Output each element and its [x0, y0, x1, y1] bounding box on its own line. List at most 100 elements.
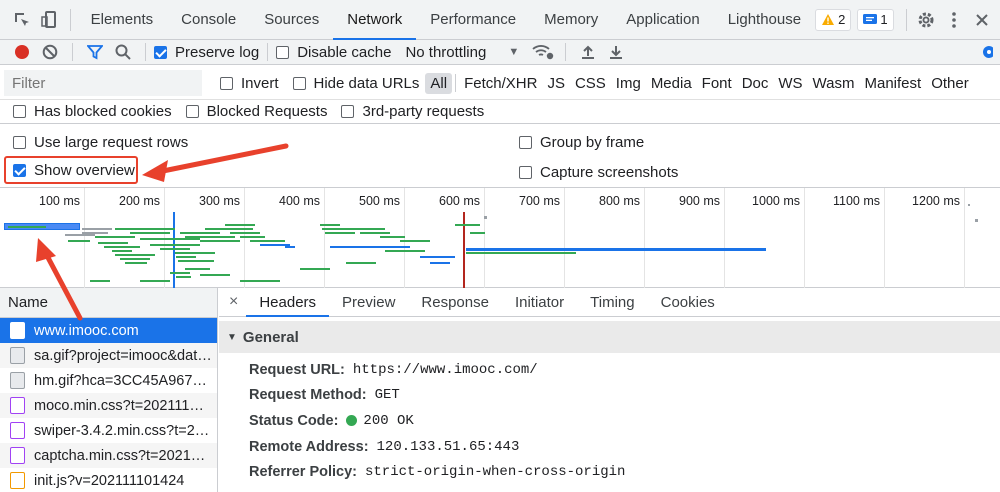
filter-type-manifest[interactable]: Manifest [864, 74, 922, 92]
network-settings-gear-icon[interactable] [972, 38, 1000, 66]
blocked-requests-checkbox[interactable] [185, 105, 199, 118]
inspect-element-icon[interactable] [8, 6, 36, 34]
tab-cookies[interactable]: Cookies [660, 293, 715, 311]
import-har-icon[interactable] [574, 38, 602, 66]
waterfall-bar [330, 246, 410, 248]
gear-icon[interactable] [913, 6, 941, 34]
waterfall-bar [68, 240, 90, 242]
filter-type-media[interactable]: Media [650, 74, 692, 92]
tab-elements[interactable]: Elements [90, 10, 154, 28]
request-row[interactable]: moco.min.css?t=202111… [0, 393, 217, 418]
capture-screenshots-checkbox[interactable] [519, 166, 532, 179]
waterfall-bar [240, 236, 265, 238]
show-overview-checkbox[interactable] [13, 163, 26, 177]
waterfall-bar [230, 232, 260, 234]
filter-type-font[interactable]: Font [701, 74, 732, 92]
filter-type-img[interactable]: Img [615, 74, 641, 92]
show-overview-highlight: Show overview [4, 156, 138, 184]
filter-type-ws[interactable]: WS [778, 74, 803, 92]
tab-network[interactable]: Network [333, 0, 417, 40]
has-blocked-cookies-checkbox[interactable] [13, 105, 26, 118]
disable-cache-checkbox[interactable] [276, 45, 290, 59]
request-row[interactable]: hm.gif?hca=3CC45A967… [0, 368, 217, 393]
tab-lighthouse[interactable]: Lighthouse [727, 10, 802, 28]
stylesheet-file-icon [10, 447, 25, 464]
tab-memory[interactable]: Memory [544, 10, 599, 28]
general-section-header[interactable]: ▼ General [219, 321, 1000, 353]
preserve-log-label: Preserve log [175, 43, 260, 61]
request-row[interactable]: www.imooc.com [0, 318, 217, 343]
third-party-checkbox[interactable] [341, 105, 355, 118]
waterfall-bar [125, 262, 147, 264]
field-key: Request Method: [249, 387, 367, 404]
filter-type-fetch-xhr[interactable]: Fetch/XHR [464, 74, 538, 92]
blocked-requests-label: Blocked Requests [206, 103, 328, 120]
field-value: https://www.imooc.com/ [352, 361, 538, 378]
request-row[interactable]: init.js?v=202111101424 [0, 468, 217, 492]
network-conditions-icon[interactable] [529, 38, 557, 66]
capture-screenshots-label: Capture screenshots [540, 164, 679, 181]
waterfall-bar [260, 244, 290, 246]
tab-headers[interactable]: Headers [246, 288, 329, 317]
issues-badge[interactable]: 1 [857, 8, 894, 31]
waterfall-bar [90, 280, 110, 282]
close-devtools-icon[interactable] [968, 6, 996, 34]
large-rows-checkbox[interactable] [13, 136, 26, 149]
network-settings-pane: Use large request rows Group by frame Sh… [0, 126, 1000, 188]
filter-type-other[interactable]: Other [931, 74, 969, 92]
request-row[interactable]: sa.gif?project=imooc&dat… [0, 343, 217, 368]
preserve-log-checkbox[interactable] [154, 45, 167, 59]
tab-application[interactable]: Application [626, 10, 700, 28]
field-key: Status Code: [249, 412, 339, 429]
network-overview[interactable]: 100 ms 200 ms 300 ms 400 ms 500 ms 600 m… [0, 188, 1000, 288]
filter-type-js[interactable]: JS [547, 74, 565, 92]
filter-type-wasm[interactable]: Wasm [812, 74, 855, 92]
devtools-tabbar: Elements Console Sources Network Perform… [0, 0, 1000, 40]
filter-type-all[interactable]: All [425, 72, 453, 94]
invert-checkbox[interactable] [220, 76, 233, 90]
filter-icon[interactable] [81, 38, 109, 66]
tab-preview[interactable]: Preview [342, 293, 396, 311]
remote-address-row: Remote Address:120.133.51.65:443 [219, 434, 1000, 460]
large-rows-label: Use large request rows [34, 134, 189, 151]
tab-response[interactable]: Response [421, 293, 489, 311]
throttling-select[interactable]: No throttling [405, 43, 487, 61]
hide-data-urls-checkbox[interactable] [292, 76, 306, 90]
record-icon[interactable] [8, 38, 36, 66]
image-file-icon [10, 347, 25, 364]
tab-initiator[interactable]: Initiator [514, 293, 565, 311]
general-section-title: General [242, 328, 299, 346]
waterfall-bar [455, 224, 480, 226]
stylesheet-file-icon [10, 422, 25, 439]
overview-tick-label: 400 ms [279, 194, 320, 208]
warnings-badge[interactable]: 2 [815, 8, 852, 31]
request-name: moco.min.css?t=202111… [34, 397, 204, 414]
name-column-header[interactable]: Name [0, 288, 217, 318]
waterfall-bar [178, 260, 214, 262]
message-icon [863, 13, 878, 24]
chevron-down-icon[interactable]: ▼ [508, 46, 520, 58]
request-row[interactable]: swiper-3.4.2.min.css?t=2… [0, 418, 217, 443]
waterfall-bar [360, 232, 390, 234]
request-method-row: Request Method:GET [219, 383, 1000, 409]
overview-tick-label: 700 ms [519, 194, 560, 208]
tab-sources[interactable]: Sources [264, 10, 320, 28]
more-options-icon[interactable] [940, 6, 968, 34]
close-icon[interactable]: × [229, 293, 239, 310]
filter-input[interactable] [4, 70, 202, 96]
clear-icon[interactable] [36, 38, 64, 66]
search-icon[interactable] [109, 38, 137, 66]
waterfall-bar [115, 254, 155, 256]
export-har-icon[interactable] [602, 38, 630, 66]
waterfall-bar [250, 240, 285, 242]
filter-type-css[interactable]: CSS [574, 74, 606, 92]
group-by-frame-checkbox[interactable] [519, 136, 532, 149]
tab-timing[interactable]: Timing [590, 293, 635, 311]
device-toolbar-icon[interactable] [36, 6, 64, 34]
tab-performance[interactable]: Performance [430, 10, 517, 28]
request-row[interactable]: captcha.min.css?t=2021… [0, 443, 217, 468]
filter-type-doc[interactable]: Doc [741, 74, 769, 92]
field-key: Referrer Policy: [249, 464, 357, 481]
waterfall-bar [130, 232, 170, 234]
tab-console[interactable]: Console [181, 10, 237, 28]
